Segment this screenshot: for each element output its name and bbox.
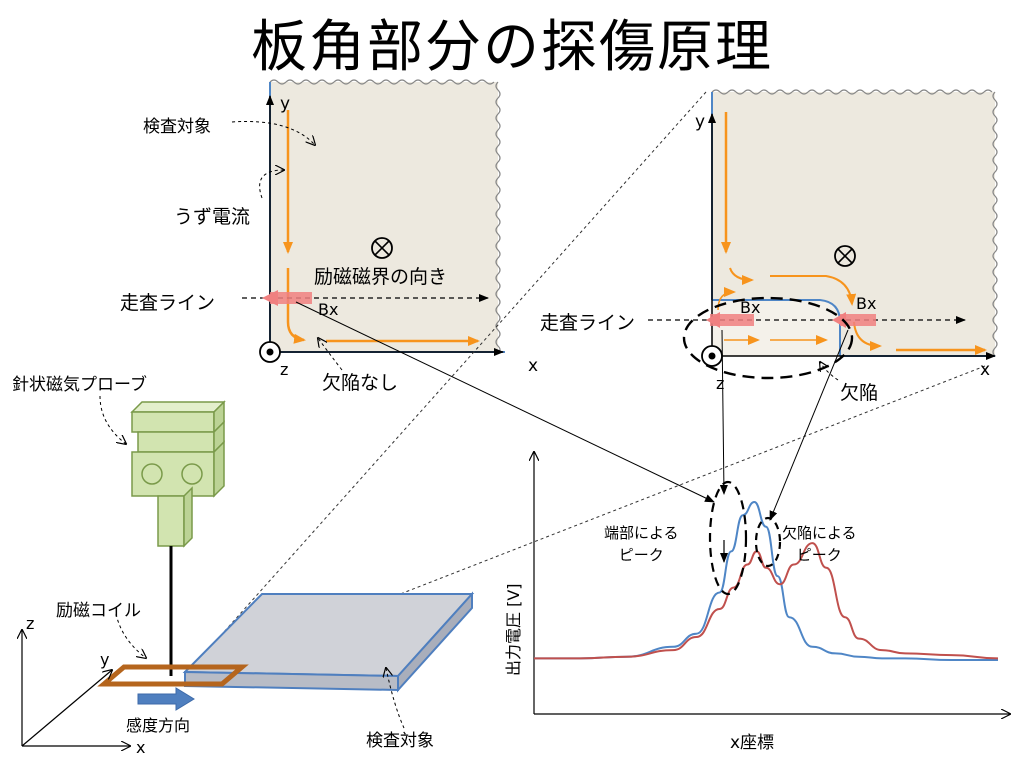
eddy-arrow-corner: [286, 268, 306, 344]
sensitivity-direction-arrow: [137, 687, 195, 711]
label-eddy-current: うず電流: [174, 206, 251, 228]
label-bx-right-1: Bx: [740, 298, 761, 317]
probe-screw-right: [181, 463, 203, 485]
label-inspection-target-plate: 検査対象: [366, 731, 434, 751]
edge-peak-highlight: [708, 480, 748, 596]
panel-no-defect: [231, 79, 505, 371]
label-scan-line-right: 走査ライン: [540, 312, 636, 334]
into-page-cross-left-b: [374, 240, 390, 256]
plate-right-side-wavy-edge: [992, 91, 998, 357]
label-no-defect: 欠陥なし: [322, 372, 399, 394]
leader-excitation-coil: [115, 613, 146, 658]
label-axis-x-left: x: [528, 356, 539, 376]
label-edge-peak: 端部による ピーク: [604, 524, 679, 564]
defect-peak-highlight: [754, 516, 782, 568]
probe-top-block: [131, 411, 215, 433]
label-axis-y-right: y: [695, 112, 706, 132]
eddy-right-corner-1: [729, 267, 754, 285]
plate-top-wavy-edge: [269, 79, 495, 85]
label-axis-x-3d: x: [136, 738, 146, 757]
leader-inspection-target: [231, 121, 315, 145]
label-inspection-target: 検査対象: [143, 117, 211, 137]
label-axis-z-3d: z: [26, 614, 35, 633]
into-page-cross-right-b: [837, 248, 853, 264]
label-axis-y-left: y: [280, 94, 291, 114]
chart-y-label: 出力電圧 [V]: [504, 583, 523, 676]
connectors: [295, 301, 849, 521]
bx-marker-right-1-bar: [710, 314, 754, 326]
label-defect-peak: 欠陥による ピーク: [782, 524, 857, 564]
label-bx-right-2: Bx: [856, 294, 877, 313]
label-axis-x-right: x: [980, 360, 991, 380]
label-axis-z-left: z: [280, 360, 289, 379]
zoom-guides: [189, 91, 986, 677]
connector-right-bx2-to-defect-peak: [769, 329, 849, 521]
bx-marker-left-bar: [270, 292, 312, 304]
bx-marker-left-arrow: [262, 290, 278, 306]
coil-rect: [97, 664, 249, 687]
bx-marker-right-2-arrow: [832, 312, 846, 328]
leader-needle-probe: [99, 395, 126, 444]
leader-no-defect: [318, 338, 343, 371]
probe-top-face: [130, 401, 226, 413]
defect-notch: [712, 300, 840, 356]
plate-3d: [182, 591, 475, 729]
needle-probe: [99, 395, 226, 676]
inspection-plate-left: [270, 82, 498, 352]
plate-3d-front: [184, 670, 399, 692]
label-axis-y-3d: y: [100, 650, 110, 669]
chart-x-label: x座標: [730, 733, 775, 753]
axes-3d: [22, 630, 130, 746]
plate-3d-side: [397, 591, 473, 693]
connector-right-bx1-to-edge-peak: [719, 329, 728, 495]
bx-marker-right-1-arrow: [706, 312, 720, 328]
probe-mid-block: [137, 431, 215, 453]
bx-marker-right-2-bar: [840, 314, 876, 326]
zoom-line-2: [189, 365, 986, 677]
eddy-right-inner-1: [717, 287, 736, 311]
label-excitation-field-direction-left: 励磁磁界の向き: [314, 266, 448, 288]
plate-3d-top: [182, 593, 475, 678]
plate-right-top-wavy-edge: [711, 89, 993, 95]
probe-neck: [157, 495, 185, 547]
z-out-dot-left: [266, 348, 274, 356]
into-page-symbol-left: [371, 237, 393, 259]
label-needle-probe: 針状磁気プローブ: [12, 375, 147, 395]
probe-neck-side: [183, 486, 193, 548]
chart-series-layer: [533, 500, 999, 661]
eddy-right-top-over: [770, 275, 857, 306]
label-axis-z-right: z: [716, 374, 725, 393]
output-chart: [534, 452, 1010, 714]
panel-with-defect: [648, 89, 998, 381]
chart-series-line-2: [533, 542, 999, 660]
label-sensitivity-direction: 感度方向: [126, 716, 191, 735]
label-scan-line-left: 走査ライン: [120, 292, 216, 314]
probe-screw-left: [141, 463, 163, 485]
axis3d-y: [21, 670, 112, 747]
label-defect: 欠陥: [840, 382, 879, 404]
plate-right-wavy-edge: [495, 81, 501, 353]
excitation-coil: [97, 613, 249, 711]
into-page-symbol-right: [834, 245, 856, 267]
defect-highlight-ellipse: [682, 296, 854, 380]
leader-defect: [820, 362, 839, 381]
probe-body-side: [213, 440, 225, 498]
connector-left-bx-to-edge-peak: [295, 301, 715, 503]
label-bx-left: Bx: [318, 300, 339, 319]
label-excitation-coil: 励磁コイル: [56, 601, 141, 621]
page-title: 板角部分の探傷原理: [251, 15, 773, 80]
chart-series-line-1: [533, 500, 998, 661]
leader-inspection-target-plate: [386, 668, 405, 729]
z-out-dot-right: [708, 352, 716, 360]
